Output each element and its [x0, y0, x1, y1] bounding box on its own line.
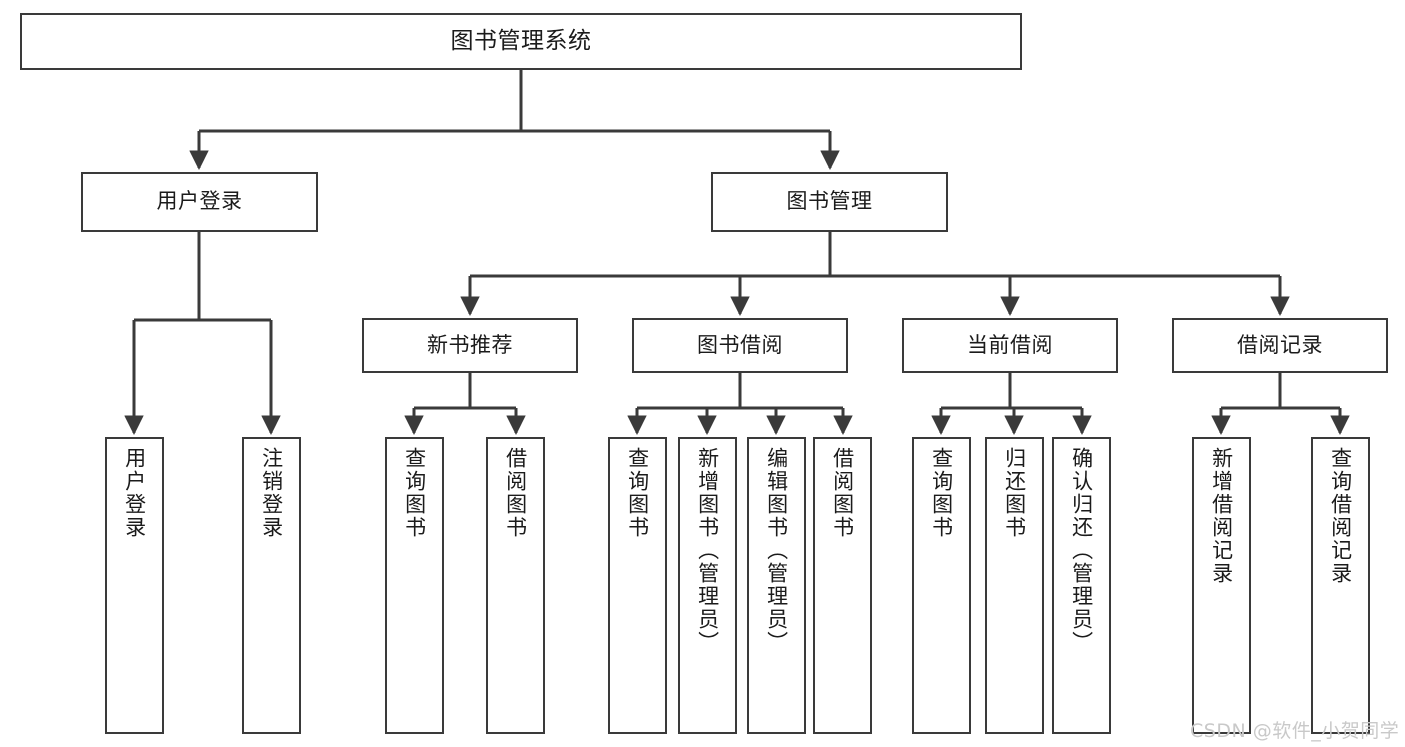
node-label: 新增借阅记录	[1209, 447, 1234, 585]
node-borrow-record[interactable]: 借阅记录	[1172, 318, 1388, 373]
node-label: 图书管理	[786, 189, 873, 214]
node-leaf-user-login[interactable]: 用户登录	[105, 437, 164, 734]
node-label: 编辑图书（管理员）	[764, 447, 789, 654]
node-book-management[interactable]: 图书管理	[711, 172, 948, 232]
node-label: 确认归还（管理员）	[1069, 447, 1094, 654]
node-label: 查询借阅记录	[1328, 447, 1353, 585]
node-leaf-query-book-2[interactable]: 查询图书	[608, 437, 667, 734]
node-label: 归还图书	[1002, 447, 1027, 539]
node-label: 新增图书（管理员）	[695, 447, 720, 654]
node-root-system[interactable]: 图书管理系统	[20, 13, 1022, 70]
node-label: 用户登录	[122, 447, 147, 539]
node-label: 用户登录	[156, 189, 243, 214]
node-leaf-add-record[interactable]: 新增借阅记录	[1192, 437, 1251, 734]
node-leaf-borrow-book-2[interactable]: 借阅图书	[813, 437, 872, 734]
node-current-borrow[interactable]: 当前借阅	[902, 318, 1118, 373]
node-label: 借阅图书	[830, 447, 855, 539]
node-label: 查询图书	[929, 447, 954, 539]
node-leaf-add-book[interactable]: 新增图书（管理员）	[678, 437, 737, 734]
node-label: 当前借阅	[967, 332, 1053, 357]
node-leaf-borrow-book-1[interactable]: 借阅图书	[486, 437, 545, 734]
node-user-login[interactable]: 用户登录	[81, 172, 318, 232]
node-book-borrow[interactable]: 图书借阅	[632, 318, 848, 373]
node-label: 借阅记录	[1237, 332, 1323, 357]
node-leaf-user-logout[interactable]: 注销登录	[242, 437, 301, 734]
node-new-book-recommend[interactable]: 新书推荐	[362, 318, 578, 373]
node-label: 查询图书	[402, 447, 427, 539]
node-leaf-return-book[interactable]: 归还图书	[985, 437, 1044, 734]
node-leaf-confirm-return[interactable]: 确认归还（管理员）	[1052, 437, 1111, 734]
node-leaf-query-record[interactable]: 查询借阅记录	[1311, 437, 1370, 734]
node-leaf-edit-book[interactable]: 编辑图书（管理员）	[747, 437, 806, 734]
node-label: 注销登录	[259, 447, 284, 539]
csdn-watermark: CSDN @软件_小贺同学	[1190, 720, 1400, 742]
node-leaf-query-book-1[interactable]: 查询图书	[385, 437, 444, 734]
node-label: 查询图书	[625, 447, 650, 539]
node-leaf-query-book-3[interactable]: 查询图书	[912, 437, 971, 734]
node-label: 图书管理系统	[450, 27, 592, 54]
node-label: 图书借阅	[697, 332, 783, 357]
node-label: 新书推荐	[427, 332, 513, 357]
node-label: 借阅图书	[503, 447, 528, 539]
